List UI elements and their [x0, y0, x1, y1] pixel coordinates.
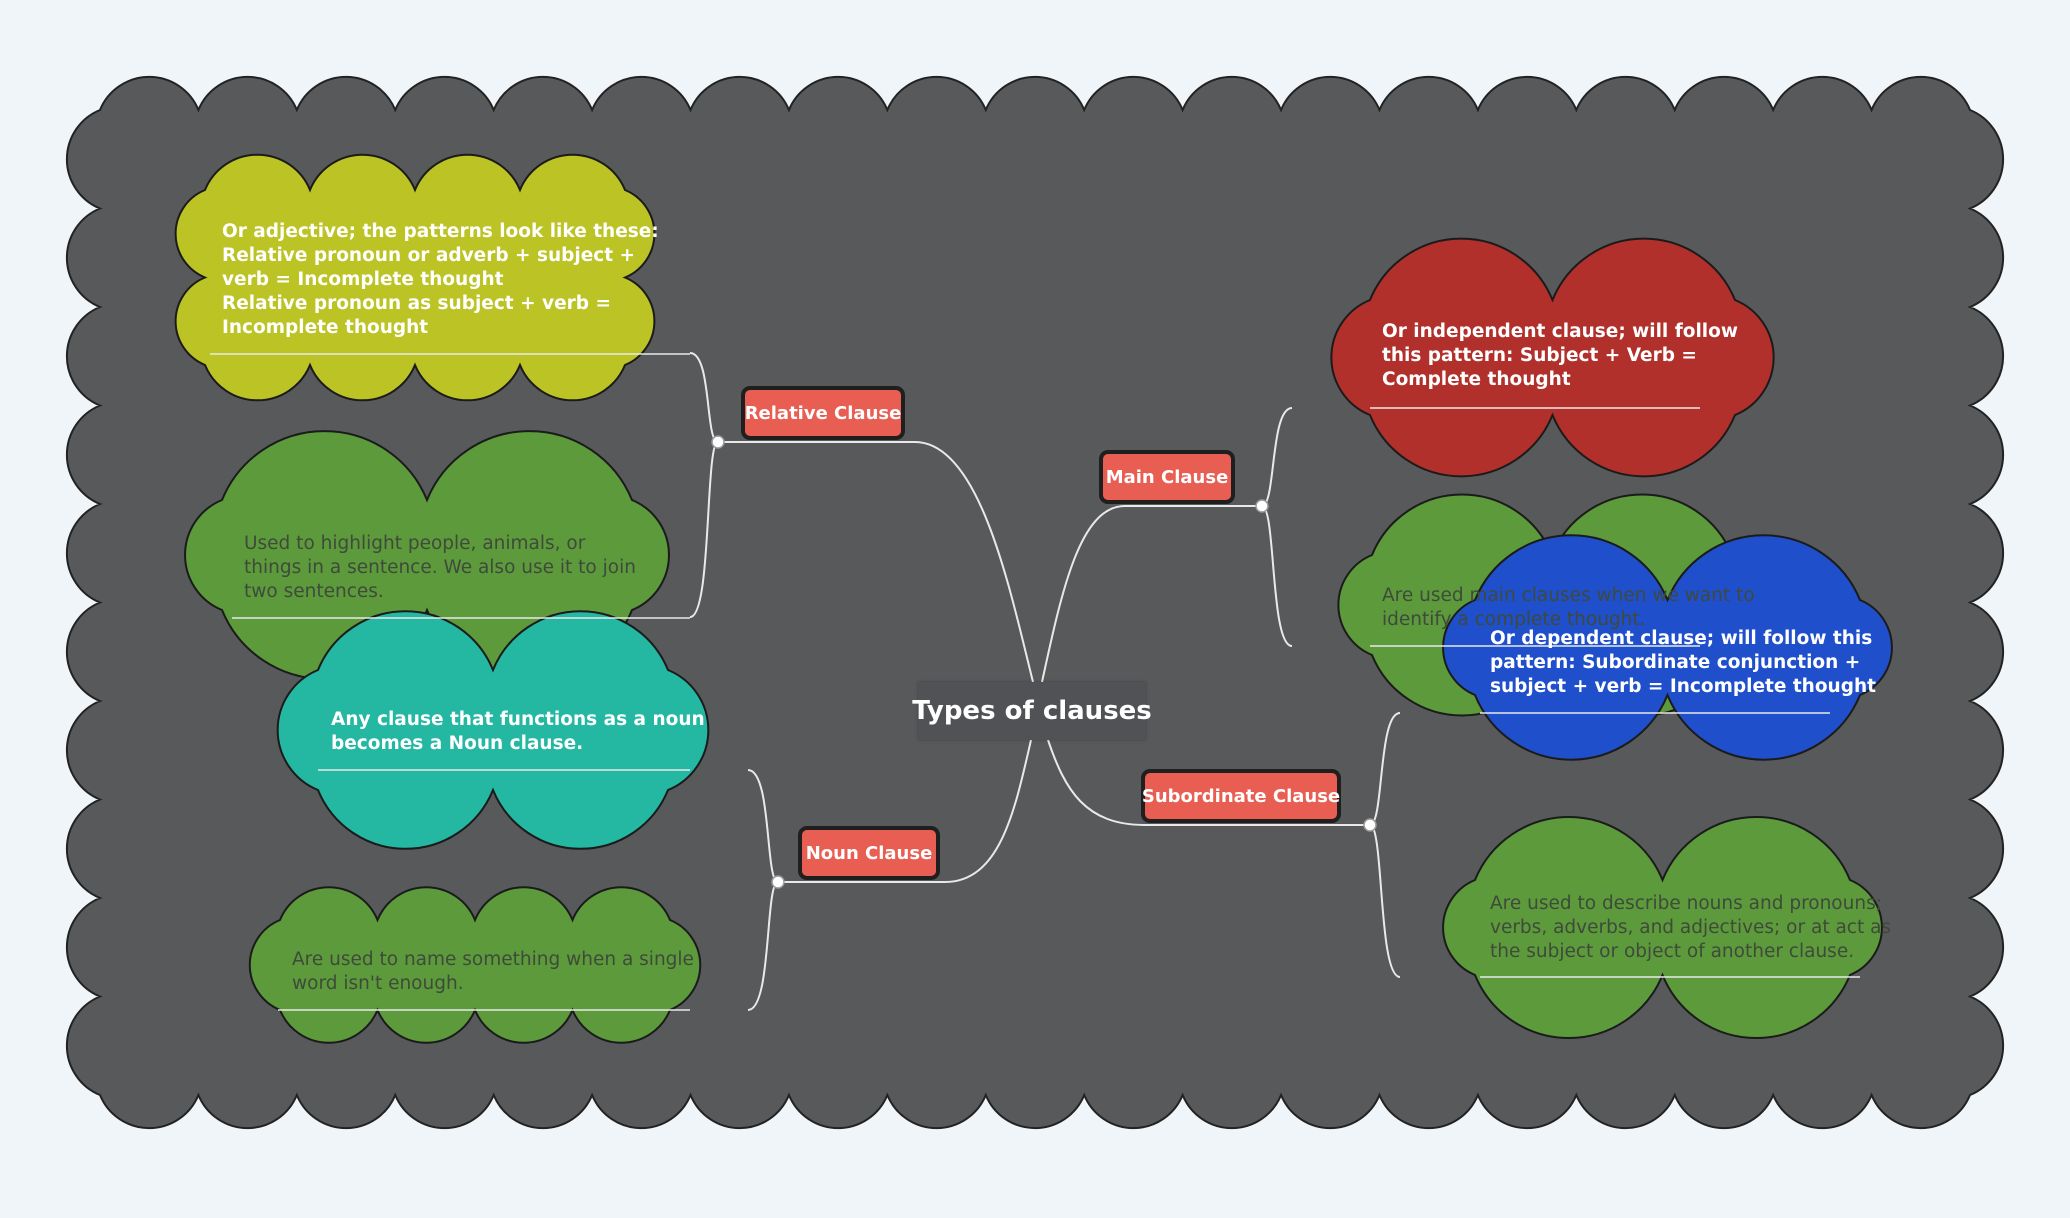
main-junction-dot — [1255, 499, 1269, 513]
topic-relative-clause[interactable]: Relative Clause — [741, 386, 905, 440]
connector-central-main — [1041, 505, 1262, 683]
connector-subordinate-usage — [1369, 824, 1401, 978]
connector-central-noun — [778, 739, 1032, 883]
detail-clouds — [174, 153, 1893, 1044]
main-clause-pattern-note[interactable]: Or independent clause; will follow this … — [1382, 321, 1738, 390]
connectors — [210, 352, 1860, 1011]
subordinate-junction-dot — [1363, 818, 1377, 832]
topic-noun-clause[interactable]: Noun Clause — [798, 826, 940, 880]
relative-junction-dot — [711, 435, 725, 449]
noun-clause-definition-cloud — [276, 610, 710, 850]
connector-central-subordinate — [1047, 739, 1370, 826]
central-topic[interactable]: Types of clauses — [912, 682, 1152, 740]
noun-clause-usage-note[interactable]: Are used to name something when a single… — [292, 949, 694, 994]
topic-main-clause[interactable]: Main Clause — [1099, 450, 1235, 504]
subordinate-clause-pattern-note[interactable]: Or dependent clause; will follow this pa… — [1490, 628, 1876, 697]
connector-central-relative — [718, 441, 1034, 683]
relative-clause-usage-note[interactable]: Used to highlight people, animals, or th… — [244, 533, 636, 602]
subordinate-clause-pattern-cloud — [1442, 534, 1893, 761]
main-clause-pattern-cloud — [1330, 237, 1775, 478]
subordinate-clause-usage-note[interactable]: Are used to describe nouns and pronouns;… — [1490, 893, 1892, 962]
connector-relative-usage — [689, 441, 719, 618]
subordinate-clause-usage-cloud — [1442, 816, 1883, 1039]
relative-clause-pattern-cloud — [174, 153, 656, 402]
main-clause-usage-note[interactable]: Are used main clauses when we want to id… — [1382, 585, 1755, 630]
noun-clause-definition-note[interactable]: Any clause that functions as a noun beco… — [331, 709, 705, 754]
noun-junction-dot — [771, 875, 785, 889]
connector-main-usage — [1261, 505, 1293, 647]
topic-subordinate-clause[interactable]: Subordinate Clause — [1141, 769, 1341, 823]
relative-clause-pattern-note[interactable]: Or adjective; the patterns look like the… — [222, 221, 659, 338]
